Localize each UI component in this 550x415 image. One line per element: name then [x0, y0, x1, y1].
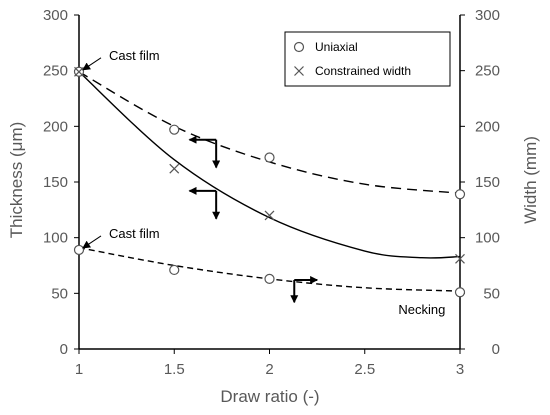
annotation-cast-film: Cast film [109, 226, 160, 241]
annotation-necking: Necking [398, 302, 445, 317]
data-point-cross [264, 210, 275, 221]
y-tick-label-left: 300 [43, 7, 68, 24]
direction-arrows [188, 135, 319, 304]
data-point-circle [169, 264, 180, 276]
y-tick-label-right: 100 [475, 230, 500, 247]
legend-box [284, 31, 451, 87]
y-tick-label-right: 0 [492, 341, 500, 358]
cross-stroke [455, 253, 465, 264]
legend-label: Uniaxial [315, 40, 358, 54]
legend-label: Constrained width [315, 64, 411, 78]
y-axis-label-right: Width (mm) [521, 136, 540, 224]
y-tick-label-left: 200 [43, 118, 68, 135]
y-tick-label-right: 200 [475, 118, 500, 135]
legend-marker-cross [294, 66, 304, 76]
data-point-circle [264, 273, 275, 284]
arrow-uniaxial [188, 135, 221, 169]
data-point-cross [74, 66, 84, 77]
data-point-circle [454, 287, 466, 298]
annotation-cast-film: Cast film [109, 48, 160, 63]
points [73, 66, 466, 298]
series-line-2 [78, 246, 461, 292]
y-tick-label-left: 0 [60, 341, 68, 358]
y-tick-label-right: 250 [475, 63, 500, 80]
cross-stroke [169, 163, 180, 174]
y-tick-label-left: 150 [43, 174, 68, 191]
y-tick-label-left: 100 [43, 230, 68, 247]
cross-stroke [294, 66, 304, 76]
data-point-cross [169, 163, 180, 174]
annotation-arrow [82, 235, 102, 249]
arrow-necking [290, 275, 319, 304]
x-tick-label: 2 [265, 361, 273, 378]
data-point-circle [454, 189, 466, 200]
x-tick-label: 3 [456, 361, 464, 378]
data-point-cross [455, 253, 465, 264]
cross-stroke [264, 210, 275, 221]
data-point-circle [73, 244, 85, 256]
arrow-constrained [188, 186, 221, 220]
curves [78, 71, 461, 292]
y-tick-label-right: 300 [475, 7, 500, 24]
y-tick-label-left: 50 [51, 285, 68, 302]
y-tick-label-left: 250 [43, 63, 68, 80]
data-point-circle [169, 124, 180, 135]
series-line-1 [78, 71, 461, 259]
y-axis-label-left: Thickness (μm) [7, 122, 26, 239]
y-tick-label-right: 50 [483, 285, 500, 302]
annotation-arrow [82, 57, 102, 71]
x-tick-label: 1 [75, 361, 83, 378]
y-tick-label-right: 150 [475, 174, 500, 191]
ticks: 1 1.5 2 2.5 3 0 50 100 150 200 250 300 0 50 100 150 200 2… [43, 7, 500, 378]
x-axis-label: Draw ratio (-) [220, 387, 319, 406]
legend-marker-circle [293, 41, 305, 53]
series-line-0 [78, 71, 461, 194]
data-point-circle [264, 152, 275, 163]
x-tick-label: 2.5 [354, 361, 375, 378]
cross-stroke [74, 66, 84, 77]
x-tick-label: 1.5 [164, 361, 185, 378]
